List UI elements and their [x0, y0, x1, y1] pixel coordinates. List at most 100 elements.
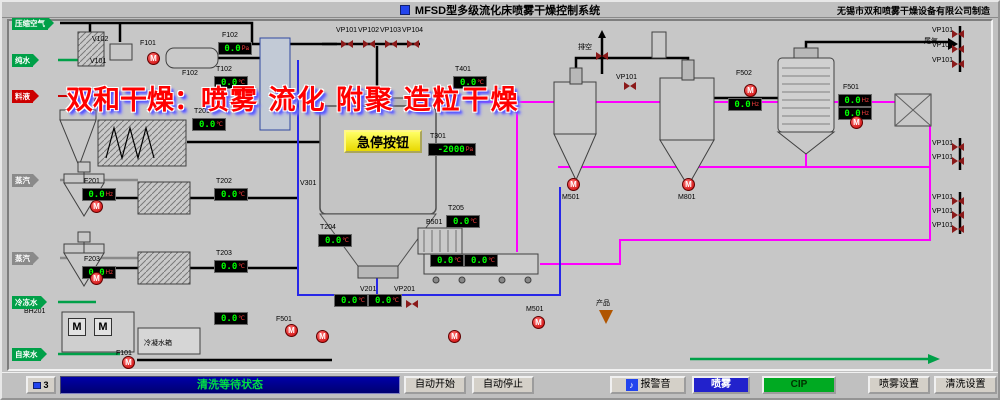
- valve-icon[interactable]: [363, 40, 375, 48]
- device-label: F201: [84, 178, 100, 185]
- alarm-sound-button[interactable]: ♪ 报警音: [610, 376, 686, 394]
- pump-icon[interactable]: M: [448, 330, 461, 343]
- device-label: T201: [194, 108, 210, 115]
- device-label: T301: [430, 133, 446, 140]
- pump-icon[interactable]: M: [744, 84, 757, 97]
- source-arrow: 料液: [12, 90, 39, 103]
- spray-settings-button[interactable]: 喷雾设置: [868, 376, 930, 394]
- motor-icon: M: [68, 318, 86, 336]
- page-indicator[interactable]: 3: [26, 376, 56, 394]
- valve-icon[interactable]: [952, 157, 964, 165]
- spray-mode-button[interactable]: 喷雾: [692, 376, 750, 394]
- source-arrow: 蒸汽: [12, 252, 39, 265]
- page-counter: 3: [43, 380, 49, 390]
- value-display: 0.0℃: [446, 215, 480, 228]
- valve-icon[interactable]: [596, 52, 608, 60]
- device-label: VP101: [932, 57, 954, 64]
- value-display: 0.0℃: [430, 254, 464, 267]
- pump-icon[interactable]: M: [316, 330, 329, 343]
- manufacturer-label: 无锡市双和喷雾干燥设备有限公司制造: [836, 6, 990, 16]
- valve-icon[interactable]: [952, 45, 964, 53]
- device-label: 产品: [596, 300, 610, 307]
- status-display: 清洗等待状态: [60, 376, 400, 394]
- device-label: VP101: [932, 154, 954, 161]
- device-label: BH201: [24, 308, 46, 315]
- device-label: VP101: [336, 27, 358, 34]
- clean-settings-button[interactable]: 清洗设置: [934, 376, 997, 394]
- valve-icon[interactable]: [952, 143, 964, 151]
- device-label: V102: [92, 36, 109, 43]
- motor-icon: M: [94, 318, 112, 336]
- device-label: VP101: [932, 27, 954, 34]
- pump-icon[interactable]: M: [285, 324, 298, 337]
- device-label: F101: [140, 40, 156, 47]
- device-label: T401: [455, 66, 471, 73]
- device-label: VP101: [932, 42, 954, 49]
- pump-icon[interactable]: M: [122, 356, 135, 369]
- device-label: V301: [300, 180, 317, 187]
- device-label: T202: [216, 178, 232, 185]
- device-label: VP201: [394, 286, 416, 293]
- device-label: T203: [216, 250, 232, 257]
- valve-icon[interactable]: [407, 40, 419, 48]
- speaker-icon: ♪: [625, 379, 638, 391]
- device-label: B501: [426, 219, 443, 226]
- source-arrow: 纯水: [12, 54, 39, 67]
- pump-icon[interactable]: M: [682, 178, 695, 191]
- valve-icon[interactable]: [952, 211, 964, 219]
- device-label: F203: [84, 256, 100, 263]
- source-arrow: 冷冻水: [12, 296, 46, 309]
- value-display: 0.0℃: [214, 260, 248, 273]
- device-label: 冷凝水箱: [144, 340, 172, 347]
- valve-icon[interactable]: [406, 300, 418, 308]
- pump-icon[interactable]: M: [147, 52, 160, 65]
- device-label: VP101: [932, 194, 954, 201]
- valve-icon[interactable]: [952, 225, 964, 233]
- source-arrow: 蒸汽: [12, 174, 39, 187]
- device-label: F102: [222, 32, 238, 39]
- valve-icon[interactable]: [952, 30, 964, 38]
- device-label: M501: [562, 194, 580, 201]
- device-label: VP104: [402, 27, 424, 34]
- device-label: F501: [843, 84, 859, 91]
- pump-icon[interactable]: M: [567, 178, 580, 191]
- device-label: F502: [736, 70, 752, 77]
- valve-icon[interactable]: [341, 40, 353, 48]
- valve-icon[interactable]: [385, 40, 397, 48]
- device-label: VP103: [380, 27, 402, 34]
- pump-icon[interactable]: M: [90, 200, 103, 213]
- device-label: 排空: [578, 44, 592, 51]
- pump-icon[interactable]: M: [90, 272, 103, 285]
- value-display: 0.0℃: [464, 254, 498, 267]
- auto-start-button[interactable]: 自动开始: [404, 376, 466, 394]
- control-bar: 3 清洗等待状态 自动开始 自动停止 ♪ 报警音 喷雾 CIP 喷雾设置 清洗设…: [2, 372, 998, 398]
- device-label: VP101: [932, 208, 954, 215]
- device-label: M801: [678, 194, 696, 201]
- pump-icon[interactable]: M: [532, 316, 545, 329]
- pump-icon[interactable]: M: [94, 95, 107, 108]
- device-label: V201: [360, 286, 377, 293]
- value-display: 0.0℃: [368, 294, 402, 307]
- cip-mode-button[interactable]: CIP: [762, 376, 836, 394]
- value-display: 0.0℃: [334, 294, 368, 307]
- auto-stop-button[interactable]: 自动停止: [472, 376, 534, 394]
- value-display: 0.0℃: [214, 312, 248, 325]
- valve-icon[interactable]: [952, 197, 964, 205]
- value-display: 0.0℃: [453, 76, 487, 89]
- app-icon: [399, 5, 410, 15]
- pump-icon[interactable]: M: [850, 116, 863, 129]
- valve-icon[interactable]: [624, 82, 636, 90]
- device-label: T102: [216, 66, 232, 73]
- valve-icon[interactable]: [952, 60, 964, 68]
- device-label: F101: [116, 350, 132, 357]
- emergency-stop-button[interactable]: 急停按钮: [344, 130, 422, 153]
- device-label: V101: [90, 58, 107, 65]
- source-arrow: 自来水: [12, 348, 46, 361]
- value-display: 0.0℃: [214, 76, 248, 89]
